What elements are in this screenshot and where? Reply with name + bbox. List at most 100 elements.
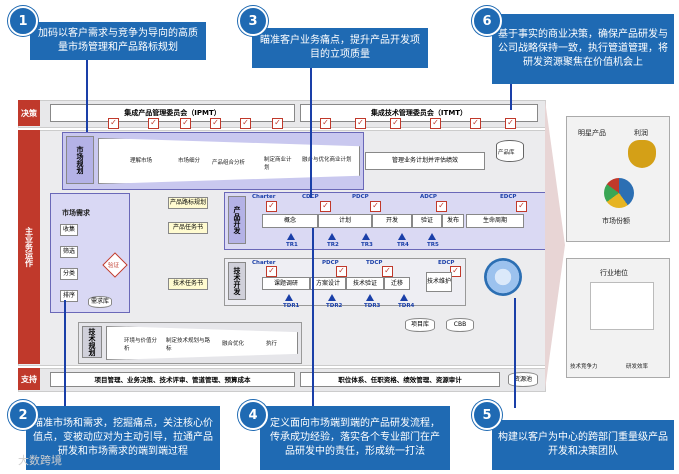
badge-6: 6 xyxy=(472,6,502,36)
callout-1: 加码以客户需求与竞争为导向的高质量市场管理和产品路标规划 xyxy=(30,22,206,60)
callout-2: 瞄准市场和需求，挖掘痛点，关注核心价值点，变被动应对为主动引导，拉通产品研发和市… xyxy=(26,406,220,470)
badge-2: 2 xyxy=(8,400,38,430)
mp-step-2: 市场细分 xyxy=(178,158,201,164)
badge-3: 3 xyxy=(238,6,268,36)
pd-phase-verify: 验证 xyxy=(412,214,442,228)
roadmap-box: 产品路标规划 xyxy=(168,197,208,209)
mp-step-5: 融合与优化商业计划 xyxy=(302,157,352,163)
connector-1 xyxy=(86,58,88,132)
td-phase-research: 课题调研 xyxy=(262,277,310,290)
pd-gate-edcp: EDCP xyxy=(500,194,517,200)
tr1-label: TR1 xyxy=(286,242,298,248)
results-share-label: 市场份额 xyxy=(602,217,630,225)
check-icon: ✓ xyxy=(266,266,277,277)
check-icon: ✓ xyxy=(266,201,277,212)
check-icon: ✓ xyxy=(505,118,516,129)
badge-5: 5 xyxy=(472,400,502,430)
tdr-marker xyxy=(366,294,374,301)
tr5-label: TR5 xyxy=(427,242,439,248)
product-repo-icon xyxy=(496,140,524,162)
demand-collect: 收集 xyxy=(60,224,78,236)
pd-phase-release: 发布 xyxy=(442,214,464,228)
pd-phase-lifecycle: 生命周期 xyxy=(466,214,524,228)
tdr3-label: TDR3 xyxy=(364,303,381,309)
verify-label: 验证 xyxy=(108,263,120,269)
tr-marker xyxy=(362,233,370,240)
check-icon: ✓ xyxy=(272,118,283,129)
connector-3 xyxy=(310,68,312,198)
td-phase-migrate: 迁移 xyxy=(384,277,410,290)
callout-5: 构建以客户为中心的跨部门重量级产品开发和决策团队 xyxy=(492,420,674,470)
check-icon: ✓ xyxy=(470,118,481,129)
connector-5 xyxy=(514,298,516,408)
resource-pool: 资源池 xyxy=(508,372,538,387)
results-industry-label: 行业地位 xyxy=(600,269,628,277)
radar-icon xyxy=(484,258,522,296)
check-icon: ✓ xyxy=(180,118,191,129)
results-tech-label: 技术竞争力 xyxy=(570,364,598,370)
td-gate-charter: Charter xyxy=(252,260,276,266)
manage-plan-box: 管理业务计划并评估绩效 xyxy=(365,152,485,170)
itmt-label: 集成技术管理委员会（ITMT） xyxy=(370,109,468,117)
check-icon: ✓ xyxy=(450,266,461,277)
check-icon: ✓ xyxy=(430,118,441,129)
tr-marker xyxy=(428,233,436,240)
td-gate-tdcp: TDCP xyxy=(366,260,383,266)
td-gate-pdcp: PDCP xyxy=(322,260,339,266)
support-right: 职位体系、任职资格、绩效管理、资源审计 xyxy=(300,372,500,387)
tdr2-label: TDR2 xyxy=(326,303,343,309)
tr-marker xyxy=(287,233,295,240)
pd-phase-plan: 计划 xyxy=(318,214,372,228)
td-phase-maintain: 技术维护 xyxy=(426,272,452,292)
itmt-box: 集成技术管理委员会（ITMT） xyxy=(300,104,538,122)
support-left: 项目管理、业务决策、技术评审、管道管理、预算成本 xyxy=(50,372,295,387)
pd-phase-develop: 开发 xyxy=(372,214,412,228)
tp-step-4: 执行 xyxy=(266,341,278,347)
product-repo-label: 产品库 xyxy=(498,150,515,156)
check-icon: ✓ xyxy=(516,201,527,212)
connector-6 xyxy=(510,84,512,110)
check-icon: ✓ xyxy=(382,266,393,277)
demand-filter: 筛选 xyxy=(60,246,78,258)
tech-dev-label: 技术开发 xyxy=(228,262,246,300)
connector-4 xyxy=(312,228,314,408)
tech-brief-box: 技术任务书 xyxy=(168,278,208,290)
market-demand-label: 市场需求 xyxy=(62,209,90,217)
connector-2 xyxy=(64,300,66,408)
callout-4: 定义面向市场端到端的产品研发流程，传承成功经验，落实各个专业部门在产品研发中的责… xyxy=(260,406,450,470)
money-bag-icon xyxy=(628,140,656,168)
tp-step-1: 环境与价值分析 xyxy=(124,338,158,352)
ipmt-box: 集成产品管理委员会（IPMT） xyxy=(50,104,295,122)
tdr4-label: TDR4 xyxy=(398,303,415,309)
cbb-repo: CBB xyxy=(446,318,474,332)
tr-marker xyxy=(328,233,336,240)
tdr-marker xyxy=(400,294,408,301)
product-dev-label: 产品开发 xyxy=(228,196,246,244)
tr2-label: TR2 xyxy=(327,242,339,248)
pd-gate-charter: Charter xyxy=(252,194,276,200)
td-phase-verify: 技术验证 xyxy=(346,277,384,290)
check-icon: ✓ xyxy=(210,118,221,129)
ipmt-label: 集成产品管理委员会（IPMT） xyxy=(124,109,221,117)
pd-gate-pdcp: PDCP xyxy=(352,194,369,200)
tdr-marker xyxy=(285,294,293,301)
check-icon: ✓ xyxy=(390,118,401,129)
demand-rank: 排序 xyxy=(60,290,78,302)
tdr1-label: TDR1 xyxy=(283,303,300,309)
market-planning-label: 市场规划 xyxy=(66,136,94,184)
callout-6: 基于事实的商业决策，确保产品研发与公司战略保持一致，执行管道管理，将研发资源聚焦… xyxy=(492,14,674,84)
results-star-label: 明星产品 xyxy=(578,129,606,137)
mp-step-1: 理解市场 xyxy=(130,158,153,164)
check-icon: ✓ xyxy=(370,201,381,212)
tr4-label: TR4 xyxy=(397,242,409,248)
product-brief-box: 产品任务书 xyxy=(168,222,208,234)
tr3-label: TR3 xyxy=(361,242,373,248)
mp-step-3: 产品组合分析 xyxy=(212,160,246,166)
project-repo: 项目库 xyxy=(405,318,435,332)
check-icon: ✓ xyxy=(336,266,347,277)
tp-step-2: 制定技术规划与路标 xyxy=(166,338,211,352)
results-profit-label: 利润 xyxy=(634,129,648,137)
check-icon: ✓ xyxy=(355,118,366,129)
row-label-main: 主业务运作 xyxy=(18,130,40,364)
scatter-icon xyxy=(590,282,654,330)
